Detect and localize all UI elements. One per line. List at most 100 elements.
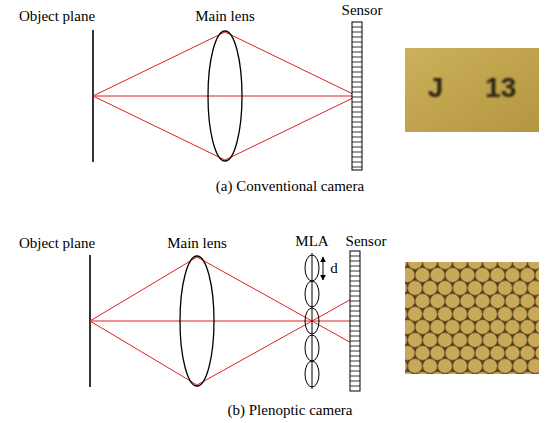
ray <box>225 96 357 160</box>
lenslet-image <box>460 294 474 308</box>
part-label: Object plane <box>19 235 95 252</box>
lenslet-image <box>453 281 467 295</box>
lenslet-image <box>415 294 429 308</box>
sensor-pixel <box>350 326 360 327</box>
lenslet-image <box>438 333 452 347</box>
lenslet-image <box>468 307 482 321</box>
lenslet-image <box>535 294 539 308</box>
sensor-pixel <box>350 311 360 312</box>
lenslet-image <box>535 268 539 282</box>
lenslet-image <box>475 268 489 282</box>
lenslet-image <box>490 346 504 360</box>
lenslet-image <box>408 333 422 347</box>
lenslet-image <box>430 346 444 360</box>
sensor-pixel <box>352 67 362 68</box>
sensor-pixel <box>350 301 360 302</box>
sensor-pixel <box>350 281 360 282</box>
microlens <box>305 255 319 281</box>
sensor-pixel <box>352 52 362 53</box>
lenslet-image <box>505 268 519 282</box>
lenslet-image <box>528 281 539 295</box>
microlens <box>305 335 319 361</box>
sensor-pixel <box>352 127 362 128</box>
microlens-array <box>305 255 319 387</box>
sensor-pixel <box>350 276 360 277</box>
part-label: Sensor <box>342 2 383 19</box>
lenslet-image <box>520 268 534 282</box>
conventional-photo <box>405 48 539 132</box>
lenslet-image <box>535 372 539 374</box>
mla-axis <box>312 253 313 389</box>
lenslet-image <box>430 294 444 308</box>
lenslet-image <box>483 281 497 295</box>
sensor-pixel <box>350 361 360 362</box>
sensor-pixel <box>350 346 360 347</box>
sensor-body <box>350 251 360 391</box>
ray <box>93 32 225 96</box>
lenslet-image <box>505 346 519 360</box>
sensor-pixel <box>352 112 362 113</box>
lenslet-image <box>468 359 482 373</box>
lenslet-image <box>528 359 539 373</box>
lenslet-image <box>498 359 512 373</box>
lenslet-image <box>460 268 474 282</box>
main-lens <box>208 31 242 161</box>
sensor-pixel <box>352 132 362 133</box>
lenslet-image <box>430 320 444 334</box>
lenslet-image <box>405 294 415 308</box>
lenslet-image <box>445 320 459 334</box>
main-lens <box>180 256 214 386</box>
sensor-pixel <box>352 142 362 143</box>
lenslet-image <box>405 372 415 374</box>
lenslet-image <box>468 281 482 295</box>
sensor-pixel <box>352 62 362 63</box>
lenslet-image <box>405 346 415 360</box>
lenslet-image <box>513 281 527 295</box>
lenslet-image <box>535 320 539 334</box>
sensor-pixel <box>350 371 360 372</box>
lenslet-image <box>453 333 467 347</box>
lenslet-image <box>513 333 527 347</box>
sensor-pixel <box>350 386 360 387</box>
lenslet-image <box>490 320 504 334</box>
lenslet-image <box>430 268 444 282</box>
lenslet-image <box>405 281 407 295</box>
sensor-pixel <box>350 366 360 367</box>
lenslet-image <box>405 359 407 373</box>
lenslet-image <box>438 359 452 373</box>
lenslet-image <box>438 307 452 321</box>
lenslet-image <box>405 307 407 321</box>
lenslet-image <box>520 320 534 334</box>
sensor-body <box>352 22 362 170</box>
sensor-pixel <box>350 381 360 382</box>
lenslet-image <box>498 281 512 295</box>
sensor-pixel <box>352 87 362 88</box>
sensor-pixel <box>350 261 360 262</box>
lenslet-image <box>438 281 452 295</box>
sensor-pixel <box>350 316 360 317</box>
lenslet-image <box>528 307 539 321</box>
microlens <box>305 308 319 334</box>
sensor-pixel <box>352 97 362 98</box>
plenoptic-photo <box>405 262 539 374</box>
sensor-pixel <box>350 321 360 322</box>
sensor-pixel <box>352 102 362 103</box>
lenslet-image <box>483 359 497 373</box>
lenslet-image <box>405 320 415 334</box>
sensor <box>352 22 362 170</box>
sensor-pixel <box>350 341 360 342</box>
sensor-pixel <box>352 47 362 48</box>
lenslet-image <box>528 333 539 347</box>
ray <box>90 321 197 385</box>
lenslet-images <box>405 262 539 374</box>
lenslet-image <box>460 372 474 374</box>
lenslet-image <box>520 346 534 360</box>
sensor-pixel <box>352 152 362 153</box>
sensor-pixel <box>350 286 360 287</box>
ray <box>90 321 312 322</box>
ray <box>93 96 357 97</box>
sensor-pixel <box>352 107 362 108</box>
lenslet-image <box>475 346 489 360</box>
light-rays <box>90 257 355 385</box>
